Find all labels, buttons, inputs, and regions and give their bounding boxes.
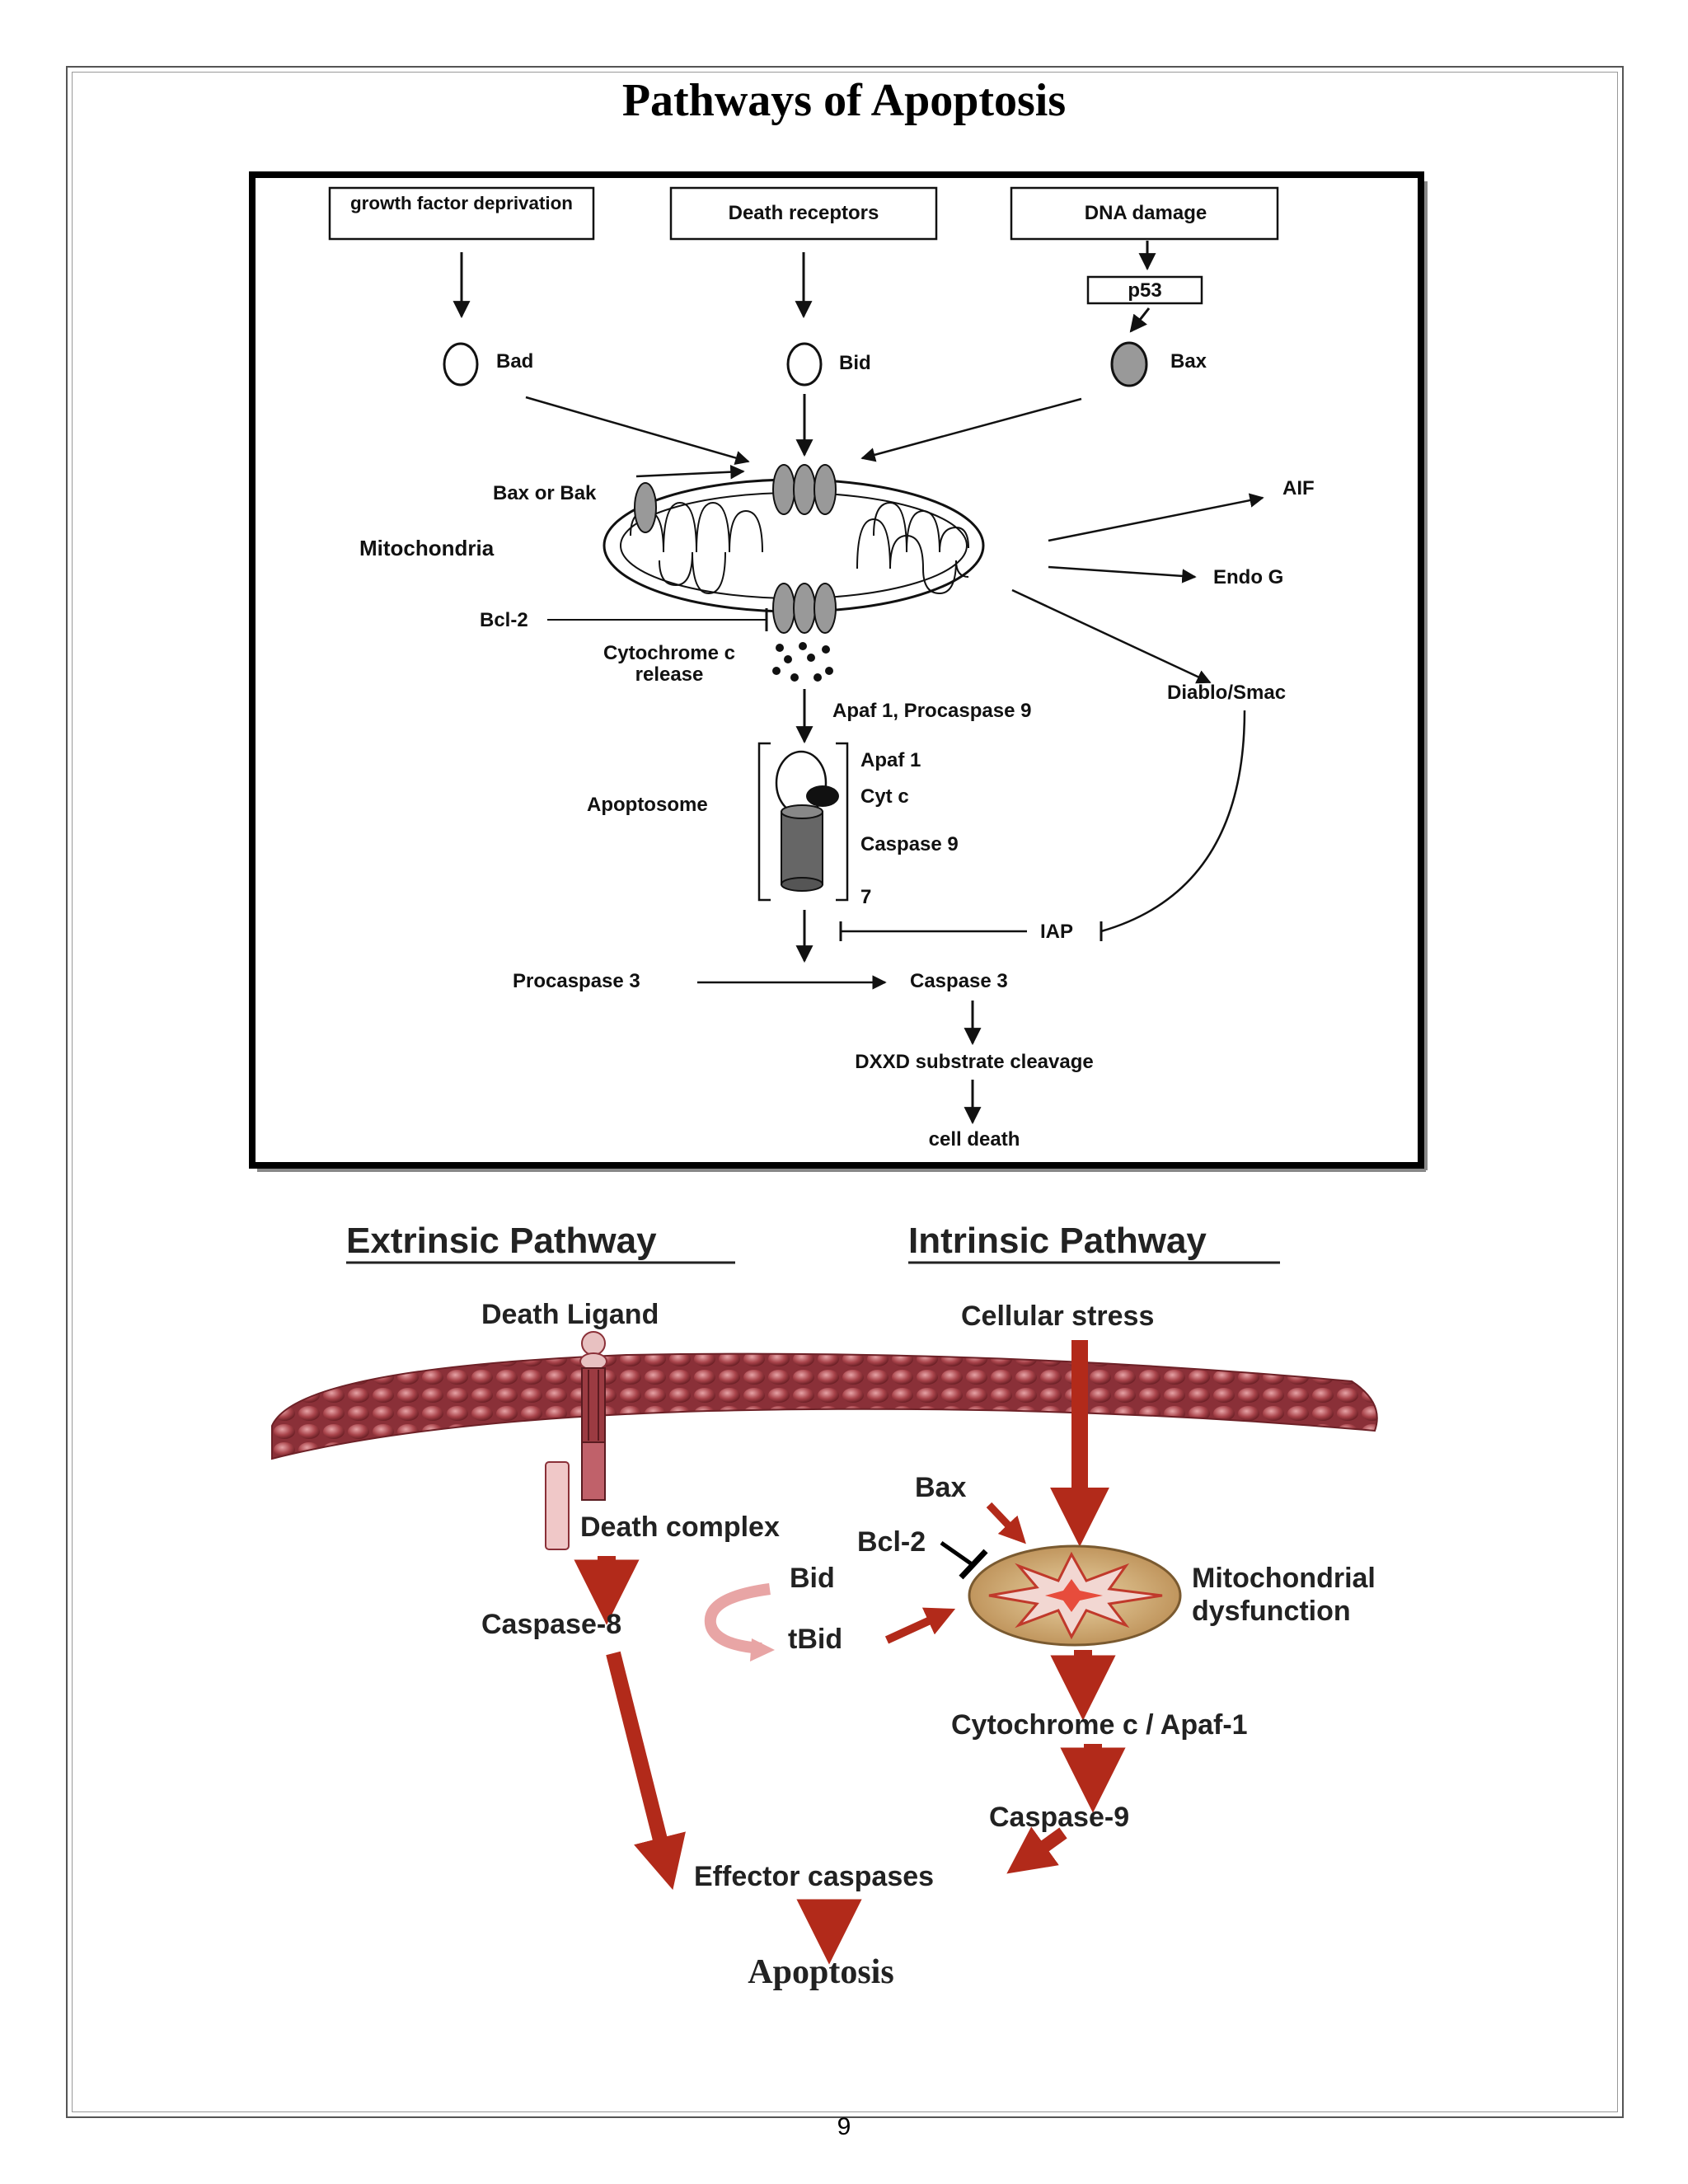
- caspase8-label: Caspase-8: [481, 1609, 621, 1640]
- diagram-frame: [249, 171, 1424, 1169]
- endo-g-label: Endo G: [1213, 566, 1283, 588]
- apoptosome-icon: [757, 742, 849, 902]
- page-number: 9: [837, 2113, 851, 2140]
- p53-box: [1086, 275, 1203, 305]
- bad-protein-icon: [443, 342, 479, 387]
- death-receptors-box: Death receptors: [669, 186, 938, 241]
- bax-or-bak-label: Bax or Bak: [493, 482, 597, 504]
- diablo-smac-label: Diablo/Smac: [1167, 682, 1286, 704]
- dna-damage-box: DNA damage: [1010, 186, 1279, 241]
- aif-label: AIF: [1282, 477, 1315, 499]
- caspase3-label: Caspase 3: [910, 970, 1008, 992]
- dxxd-label: DXXD substrate cleavage: [855, 1051, 1093, 1073]
- death-receptor-icon: [579, 1331, 607, 1501]
- tbid-label: tBid: [788, 1624, 842, 1655]
- effector-caspases-label: Effector caspases: [694, 1861, 934, 1892]
- extrinsic-title: Extrinsic Pathway: [346, 1221, 657, 1261]
- intrinsic-pathway-diagram: growth factor deprivation Death receptor…: [249, 171, 1428, 1172]
- apoptosome-label: Apoptosome: [587, 794, 708, 816]
- mito-dysfunction-line1: Mitochondrial: [1192, 1563, 1376, 1594]
- extrinsic-intrinsic-diagram: Extrinsic Pathway Intrinsic Pathway Deat…: [271, 1221, 1378, 1991]
- page-frame: [66, 66, 1624, 2118]
- bid-protein-icon: [786, 342, 823, 387]
- bcl2-label: Bcl-2: [480, 609, 528, 631]
- page-title: Pathways of Apoptosis: [621, 75, 1067, 126]
- bax-protein-icon: [1110, 341, 1148, 387]
- p53-label: p53: [1128, 279, 1161, 302]
- growth-factor-box: growth factor deprivation: [328, 186, 595, 241]
- bcl2-label-bottom: Bcl-2: [857, 1526, 926, 1558]
- mito-dysfunction-line2: dysfunction: [1192, 1596, 1351, 1627]
- dna-damage-label: DNA damage: [1085, 202, 1207, 224]
- bid-label: Bid: [839, 352, 871, 374]
- bax-label: Bax: [1170, 350, 1207, 373]
- bid-cleavage-arrow-icon: [704, 1583, 771, 1654]
- cell-death-label: cell death: [929, 1128, 1020, 1151]
- apaf-procaspase-label: Apaf 1, Procaspase 9: [832, 700, 1031, 722]
- cytochrome-release-line1: Cytochrome c: [603, 642, 735, 664]
- caspase9-label: Caspase 9: [860, 833, 959, 855]
- intrinsic-title: Intrinsic Pathway: [908, 1221, 1207, 1261]
- bax-label-bottom: Bax: [915, 1472, 966, 1503]
- apoptosis-label: Apoptosis: [748, 1953, 893, 1991]
- death-receptors-label: Death receptors: [729, 202, 879, 224]
- cytc-label: Cyt c: [860, 785, 909, 808]
- mitochondria-label: Mitochondria: [359, 536, 495, 560]
- growth-factor-label: growth factor deprivation: [350, 193, 573, 213]
- mitochondrion-icon: [603, 464, 985, 634]
- bad-label: Bad: [496, 350, 533, 373]
- bid-label-bottom: Bid: [790, 1563, 835, 1594]
- cytc-apaf-label: Cytochrome c / Apaf-1: [951, 1709, 1248, 1741]
- mitochondrion-dysfunction-icon: [968, 1544, 1182, 1647]
- cell-membrane: [271, 1352, 1378, 1460]
- cytochrome-c-dots: [772, 642, 833, 682]
- death-complex-icon: [545, 1461, 570, 1550]
- death-ligand-label: Death Ligand: [481, 1299, 659, 1330]
- apaf1-label: Apaf 1: [860, 749, 921, 771]
- iap-label: IAP: [1040, 921, 1073, 943]
- apoptosome-count: 7: [860, 886, 871, 908]
- procaspase3-label: Procaspase 3: [513, 970, 640, 992]
- cellular-stress-label: Cellular stress: [961, 1301, 1154, 1332]
- cytochrome-release-line2: release: [635, 663, 704, 686]
- death-complex-label: Death complex: [580, 1511, 780, 1543]
